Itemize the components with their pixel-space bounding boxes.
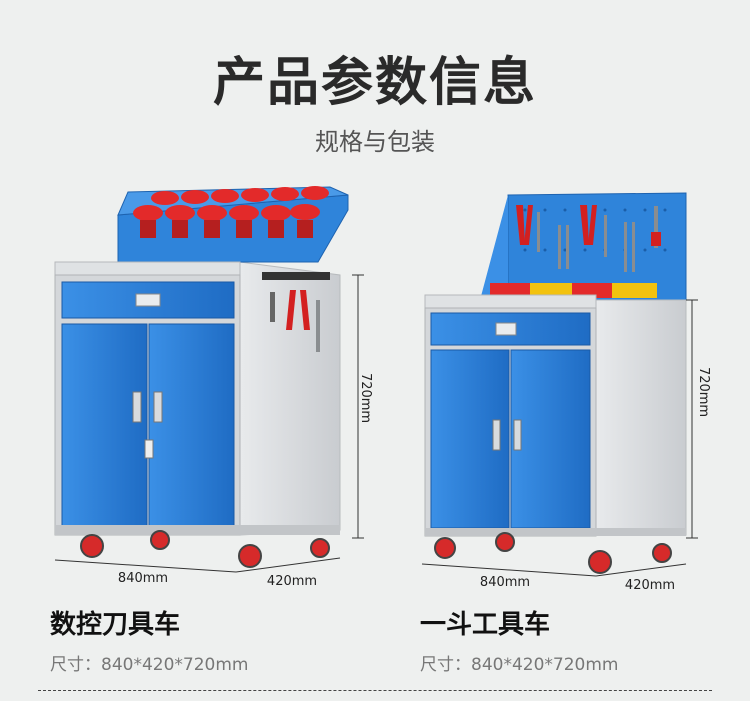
left-depth-label: 420mm <box>267 574 317 589</box>
right-height-label: 720mm <box>696 367 711 417</box>
product-size-single-drawer-tool-cart: 尺寸：840*420*720mm <box>420 650 618 675</box>
wheels-left <box>80 530 330 568</box>
left-width-label: 840mm <box>118 571 168 586</box>
cnc-tool-cart-illustration <box>54 186 364 573</box>
left-height-label: 720mm <box>358 373 373 423</box>
right-depth-label: 420mm <box>625 578 675 593</box>
tool-holders <box>133 186 329 238</box>
size-value: 840*420*720mm <box>101 655 249 675</box>
right-width-label: 840mm <box>480 575 530 590</box>
product-size-cnc-tool-cart: 尺寸：840*420*720mm <box>50 650 248 675</box>
wheels-right <box>434 532 672 574</box>
product-name-single-drawer-tool-cart: 一斗工具车 <box>420 610 551 640</box>
product-name-cnc-tool-cart: 数控刀具车 <box>50 610 181 640</box>
size-label: 尺寸： <box>420 655 471 675</box>
single-drawer-tool-cart-illustration <box>421 192 698 577</box>
size-label: 尺寸： <box>50 655 101 675</box>
page-subtitle: 规格与包装 <box>315 128 435 156</box>
page-title: 产品参数信息 <box>212 53 537 113</box>
size-value: 840*420*720mm <box>471 655 619 675</box>
divider-line <box>38 690 712 691</box>
